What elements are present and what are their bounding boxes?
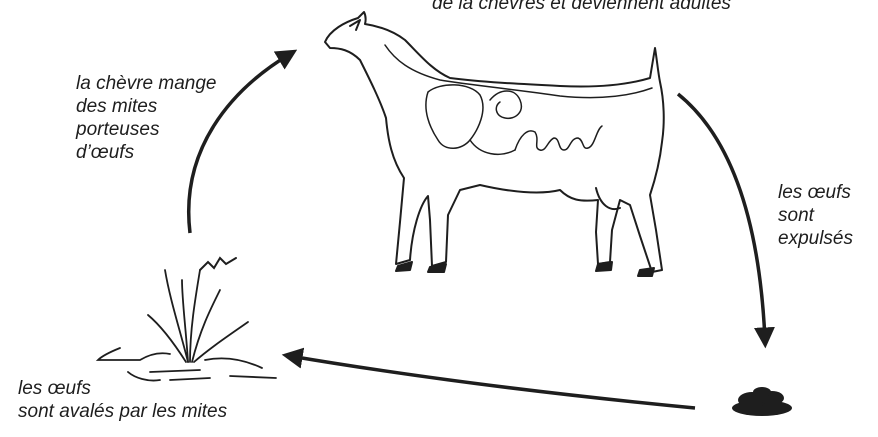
grass-tuft-illustration xyxy=(98,258,276,381)
label-goat-eats-line: des mites xyxy=(76,95,216,118)
label-eggs-swallowed: les œufs sont avalés par les mites xyxy=(18,377,227,423)
label-eggs-expelled-line: expulsés xyxy=(778,227,853,250)
label-goat-eats-line: porteuses xyxy=(76,118,216,141)
label-goat-eats: la chèvre mange des mites porteuses d’œu… xyxy=(76,72,216,164)
label-eggs-expelled: les œufs sont expulsés xyxy=(778,181,853,250)
label-goat-eats-line: la chèvre mange xyxy=(76,72,216,95)
label-eggs-swallowed-line: sont avalés par les mites xyxy=(18,400,227,423)
label-eggs-swallowed-line: les œufs xyxy=(18,377,227,400)
dung-pile-illustration xyxy=(732,387,792,416)
label-eggs-expelled-line: les œufs xyxy=(778,181,853,204)
label-top-partial: de la chèvres et deviennent adultes xyxy=(432,0,731,15)
label-goat-eats-line: d’œufs xyxy=(76,141,216,164)
label-eggs-expelled-line: sont xyxy=(778,204,853,227)
cycle-arrow xyxy=(678,94,765,340)
cycle-arrow xyxy=(290,356,695,408)
goat-illustration xyxy=(325,12,664,276)
label-top-partial-text: de la chèvres et deviennent adultes xyxy=(432,0,731,15)
